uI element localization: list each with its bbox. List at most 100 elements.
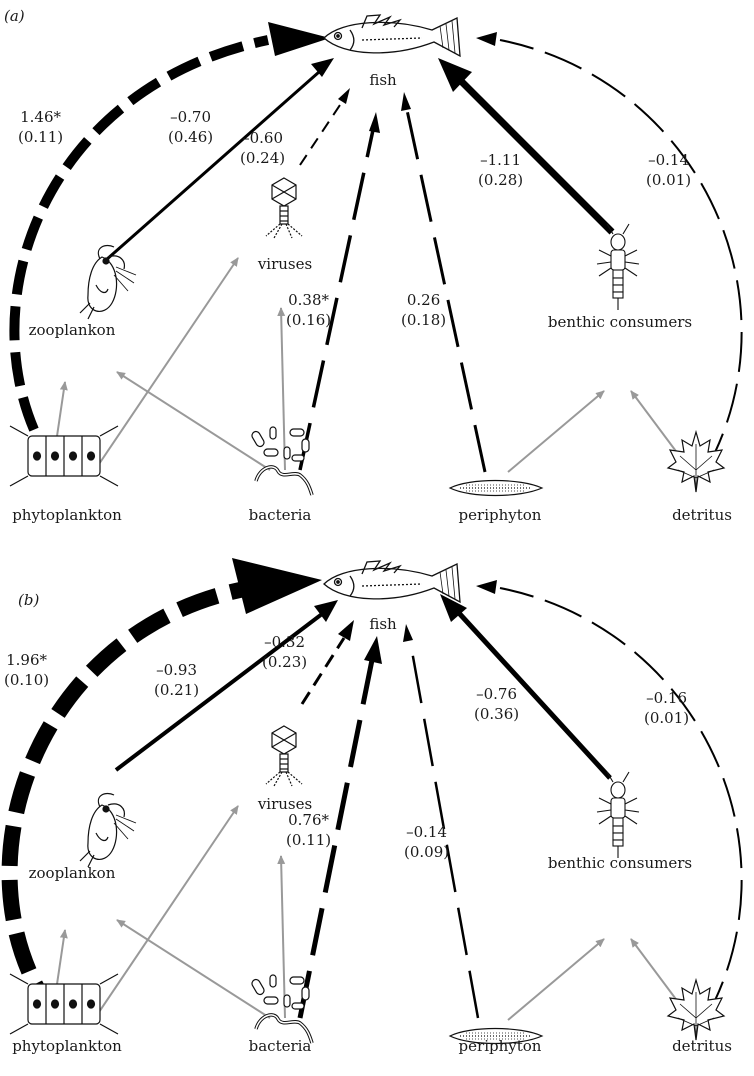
peri-fish-line (408, 639, 480, 1019)
zoo-fish-arrowhead (314, 600, 338, 622)
benthic-icon (596, 223, 640, 310)
virus-fish-line (300, 637, 346, 705)
bact-fish-arrowhead (369, 112, 380, 133)
fish-icon (323, 14, 461, 58)
zooplankton-label: zooplankon (28, 864, 116, 882)
panel-b: (b) fish viruses zooplankon benthic cons… (0, 548, 754, 1076)
zooplankton-icon (79, 792, 137, 868)
phytoplankton-icon (9, 425, 119, 487)
bact-fish-arrowhead (364, 636, 382, 664)
bacteria-label: bacteria (248, 506, 312, 524)
detritus-fish-arrow (499, 39, 743, 471)
coef-detritus-fish: –0.14 (0.01) (646, 150, 691, 190)
benthic-fish-arrowhead (440, 594, 467, 622)
coef-phyto-fish: 1.46* (0.11) (18, 107, 63, 147)
coef-se: (0.11) (286, 831, 332, 849)
panel-a-letter: (a) (4, 7, 25, 25)
benthic-icon (596, 771, 640, 858)
coef-se: (0.11) (18, 128, 64, 146)
coef-virus-fish: –0.32 (0.23) (262, 632, 307, 672)
detritus-fish-arrowhead (476, 580, 497, 594)
panel-b-graphic (1, 558, 743, 1045)
coef-peri-fish: –0.14 (0.09) (404, 822, 449, 862)
coef-se: (0.24) (240, 149, 286, 167)
coef-estimate: 1.46* (20, 108, 61, 126)
coef-estimate: –1.11 (480, 151, 521, 169)
viruses-label: viruses (257, 255, 313, 273)
detritus-fish-arrowhead (476, 32, 497, 46)
coef-estimate: –0.76 (476, 685, 517, 703)
virus-icon (265, 177, 303, 239)
benthic-label: benthic consumers (547, 313, 693, 331)
coef-estimate: 1.96* (6, 651, 47, 669)
zooplankton-label: zooplankon (28, 321, 116, 339)
coef-se: (0.21) (154, 681, 200, 699)
periphyton-icon (448, 479, 544, 497)
coef-estimate: 0.76* (288, 811, 329, 829)
coef-se: (0.46) (168, 128, 214, 146)
benthic-fish-arrowhead (438, 58, 472, 92)
panel-b-letter: (b) (18, 591, 40, 609)
peri-fish-arrowhead (403, 624, 413, 642)
viruses-label: viruses (257, 795, 313, 813)
coef-bact-fish: 0.76* (0.11) (286, 810, 331, 850)
virus-fish-arrowhead (338, 620, 354, 641)
periphyton-label: periphyton (458, 1037, 542, 1055)
panel-a: (a) fish viruses zooplankon benthic cons… (0, 0, 754, 528)
coef-se: (0.16) (286, 311, 332, 329)
coef-se: (0.18) (401, 311, 447, 329)
zoo-fish-arrowhead (311, 58, 334, 77)
coef-benthic-fish: –1.11 (0.28) (478, 150, 523, 190)
coef-se: (0.36) (474, 705, 520, 723)
coef-benthic-fish: –0.76 (0.36) (474, 684, 519, 724)
coef-estimate: 0.38* (288, 291, 329, 309)
virus-fish-arrowhead (338, 88, 350, 104)
zoo-fish-line (105, 70, 320, 262)
zoo-fish-line (114, 612, 324, 772)
detritus-fish-arrow (499, 587, 743, 1019)
coef-se: (0.23) (262, 653, 308, 671)
phyto-fish-arrowhead (232, 558, 322, 614)
phyto-fish-arrow (1, 580, 252, 1023)
coef-estimate: –0.14 (406, 823, 447, 841)
phytoplankton-label: phytoplankton (12, 506, 122, 524)
detritus-label: detritus (672, 506, 732, 524)
bacteria-icon (251, 426, 314, 496)
peri-fish-arrowhead (401, 92, 411, 111)
fish-links (1, 558, 743, 1023)
coef-detritus-fish: –0.16 (0.01) (644, 688, 689, 728)
benthic-fish-line (457, 77, 615, 235)
detritus-label: detritus (672, 1037, 732, 1055)
virus-fish-line (299, 101, 343, 166)
coef-zoo-fish: –0.70 (0.46) (168, 107, 213, 147)
bact-fish-line (298, 129, 375, 471)
coef-estimate: –0.14 (648, 151, 689, 169)
gray-links (51, 805, 691, 1021)
coef-se: (0.01) (646, 171, 692, 189)
coef-bact-fish: 0.38* (0.16) (286, 290, 331, 330)
fish-icon (323, 560, 461, 604)
benthic-label: benthic consumers (547, 854, 693, 872)
periphyton-icon (448, 1027, 544, 1045)
fish-label: fish (369, 615, 397, 633)
coef-virus-fish: –0.60 (0.24) (240, 128, 285, 168)
coef-phyto-fish: 1.96* (0.10) (4, 650, 49, 690)
coef-estimate: –0.60 (242, 129, 283, 147)
detritus-icon (666, 977, 726, 1041)
gray-links (51, 257, 691, 473)
bacteria-label: bacteria (248, 1037, 312, 1055)
detritus-icon (666, 429, 726, 493)
fish-links (9, 22, 743, 473)
bacteria-icon (251, 974, 314, 1044)
coef-zoo-fish: –0.93 (0.21) (154, 660, 199, 700)
coef-estimate: –0.32 (264, 633, 305, 651)
coef-estimate: –0.93 (156, 661, 197, 679)
periphyton-label: periphyton (458, 506, 542, 524)
coef-estimate: 0.26 (406, 291, 441, 309)
phyto-fish-arrow (9, 35, 270, 473)
coef-se: (0.09) (404, 843, 450, 861)
fish-label: fish (369, 71, 397, 89)
panel-a-graphic (9, 14, 743, 497)
coef-estimate: –0.16 (646, 689, 687, 707)
phytoplankton-label: phytoplankton (12, 1037, 122, 1055)
